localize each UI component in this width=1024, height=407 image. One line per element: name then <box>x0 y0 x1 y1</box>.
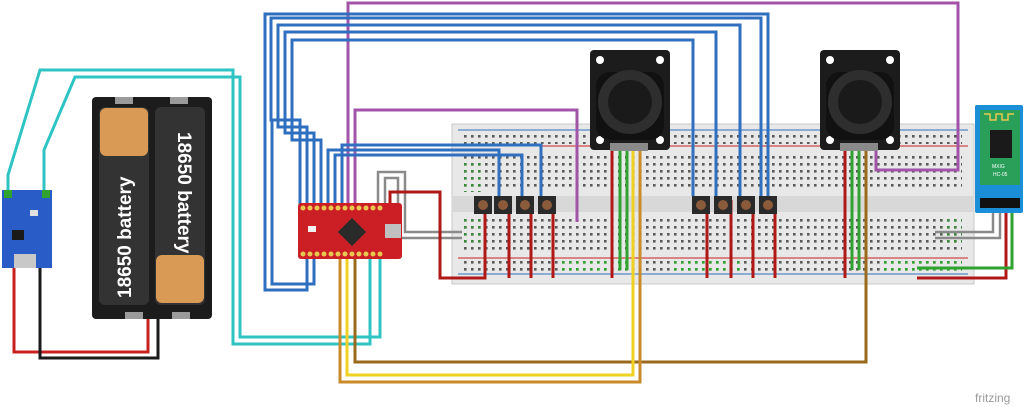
wire-blue-lower <box>270 120 316 286</box>
wire-blue-1 <box>326 148 501 205</box>
push-button <box>474 196 492 214</box>
battery-holder: 18650 battery 18650 battery <box>92 97 212 319</box>
wire-blue-5 <box>283 30 718 205</box>
wire-blue-6 <box>276 23 742 205</box>
wire-gray-2 <box>383 176 462 240</box>
wire-blue-lower-b <box>263 12 770 292</box>
bluetooth-module: MXIG HC-05 <box>975 105 1023 213</box>
wire-gray-1 <box>376 170 462 234</box>
push-button <box>538 196 556 214</box>
wire-brown-1 <box>353 150 868 364</box>
wire-gray-4 <box>935 212 1002 240</box>
wire-cyan-2 <box>42 75 382 339</box>
wire-black-charger <box>38 268 160 360</box>
wire-red-bt <box>917 212 1008 280</box>
wire-cyan-1 <box>6 68 372 346</box>
push-buttons <box>474 196 777 214</box>
wire-red-charger <box>12 268 150 354</box>
wire-blue-4 <box>290 38 695 205</box>
wire-brown-2 <box>338 150 642 384</box>
wire-blue-2 <box>333 153 524 205</box>
push-button <box>759 196 777 214</box>
wire-gray-3 <box>935 212 995 234</box>
arduino-pro-micro <box>298 203 402 259</box>
battery-cell-2-label: 18650 battery <box>173 132 194 254</box>
push-button <box>692 196 710 214</box>
charger-module <box>2 190 52 268</box>
wire-blue-3 <box>340 143 543 205</box>
wire-green-bt <box>917 212 1014 270</box>
bluetooth-chip-label: MXIG <box>992 164 1005 170</box>
wire-red-arduino <box>388 190 487 280</box>
bluetooth-module-text: HC-05 <box>993 172 1008 178</box>
wire-purple-top <box>346 1 960 205</box>
battery-cell-1-label: 18650 battery <box>115 176 136 298</box>
fritzing-watermark: fritzing <box>975 391 1010 405</box>
wire-purple-joystick <box>353 108 579 222</box>
joystick-module-left <box>590 50 670 151</box>
push-button <box>516 196 534 214</box>
wires <box>6 1 1014 384</box>
push-button <box>714 196 732 214</box>
push-button <box>737 196 755 214</box>
wire-blue-7 <box>269 16 763 205</box>
joystick-module-right <box>820 50 900 151</box>
wire-yellow <box>345 150 635 377</box>
push-button <box>494 196 512 214</box>
